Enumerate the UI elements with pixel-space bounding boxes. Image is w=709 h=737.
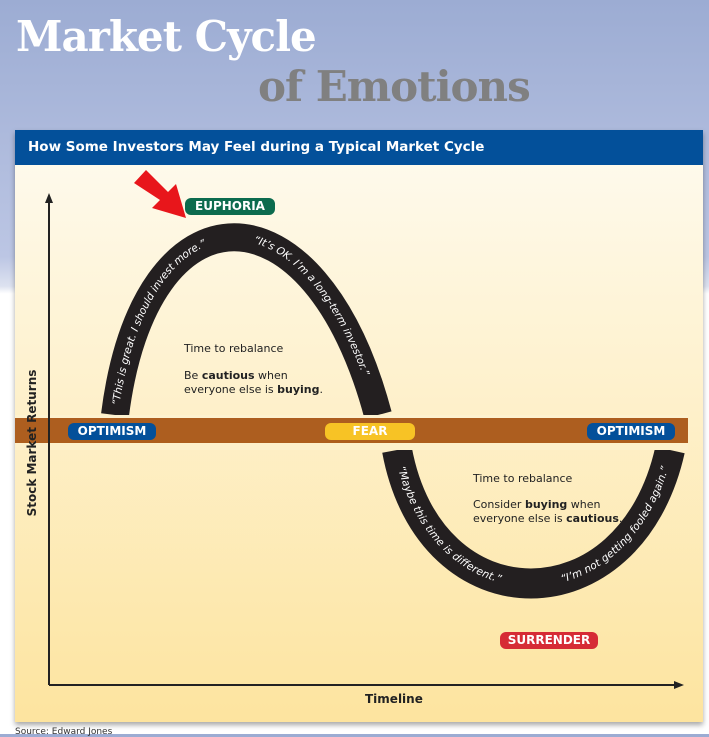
note-bottom-advice: Consider buying when everyone else is ca… (473, 498, 623, 525)
chart-subtitle: How Some Investors May Feel during a Typ… (15, 130, 703, 165)
note-bottom-rebalance: Time to rebalance (473, 472, 573, 485)
stage-fear: FEAR (325, 423, 415, 440)
title-line-1: Market Cycle (16, 12, 317, 61)
y-axis-label: Stock Market Returns (25, 369, 39, 517)
y-axis-arrow (45, 193, 53, 203)
note-top-advice: Be cautious when everyone else is buying… (184, 369, 324, 396)
red-arrow-icon (134, 170, 186, 218)
x-axis-arrow (674, 681, 684, 689)
stage-surrender: SURRENDER (500, 632, 598, 649)
stage-optimism-right: OPTIMISM (587, 423, 675, 440)
note-top-rebalance: Time to rebalance (184, 342, 284, 355)
x-axis-label: Timeline (365, 692, 423, 706)
stage-euphoria: EUPHORIA (185, 198, 275, 215)
title-line-2: of Emotions (258, 62, 531, 111)
source-note: Source: Edward Jones (15, 727, 113, 737)
stage-optimism-left: OPTIMISM (68, 423, 156, 440)
